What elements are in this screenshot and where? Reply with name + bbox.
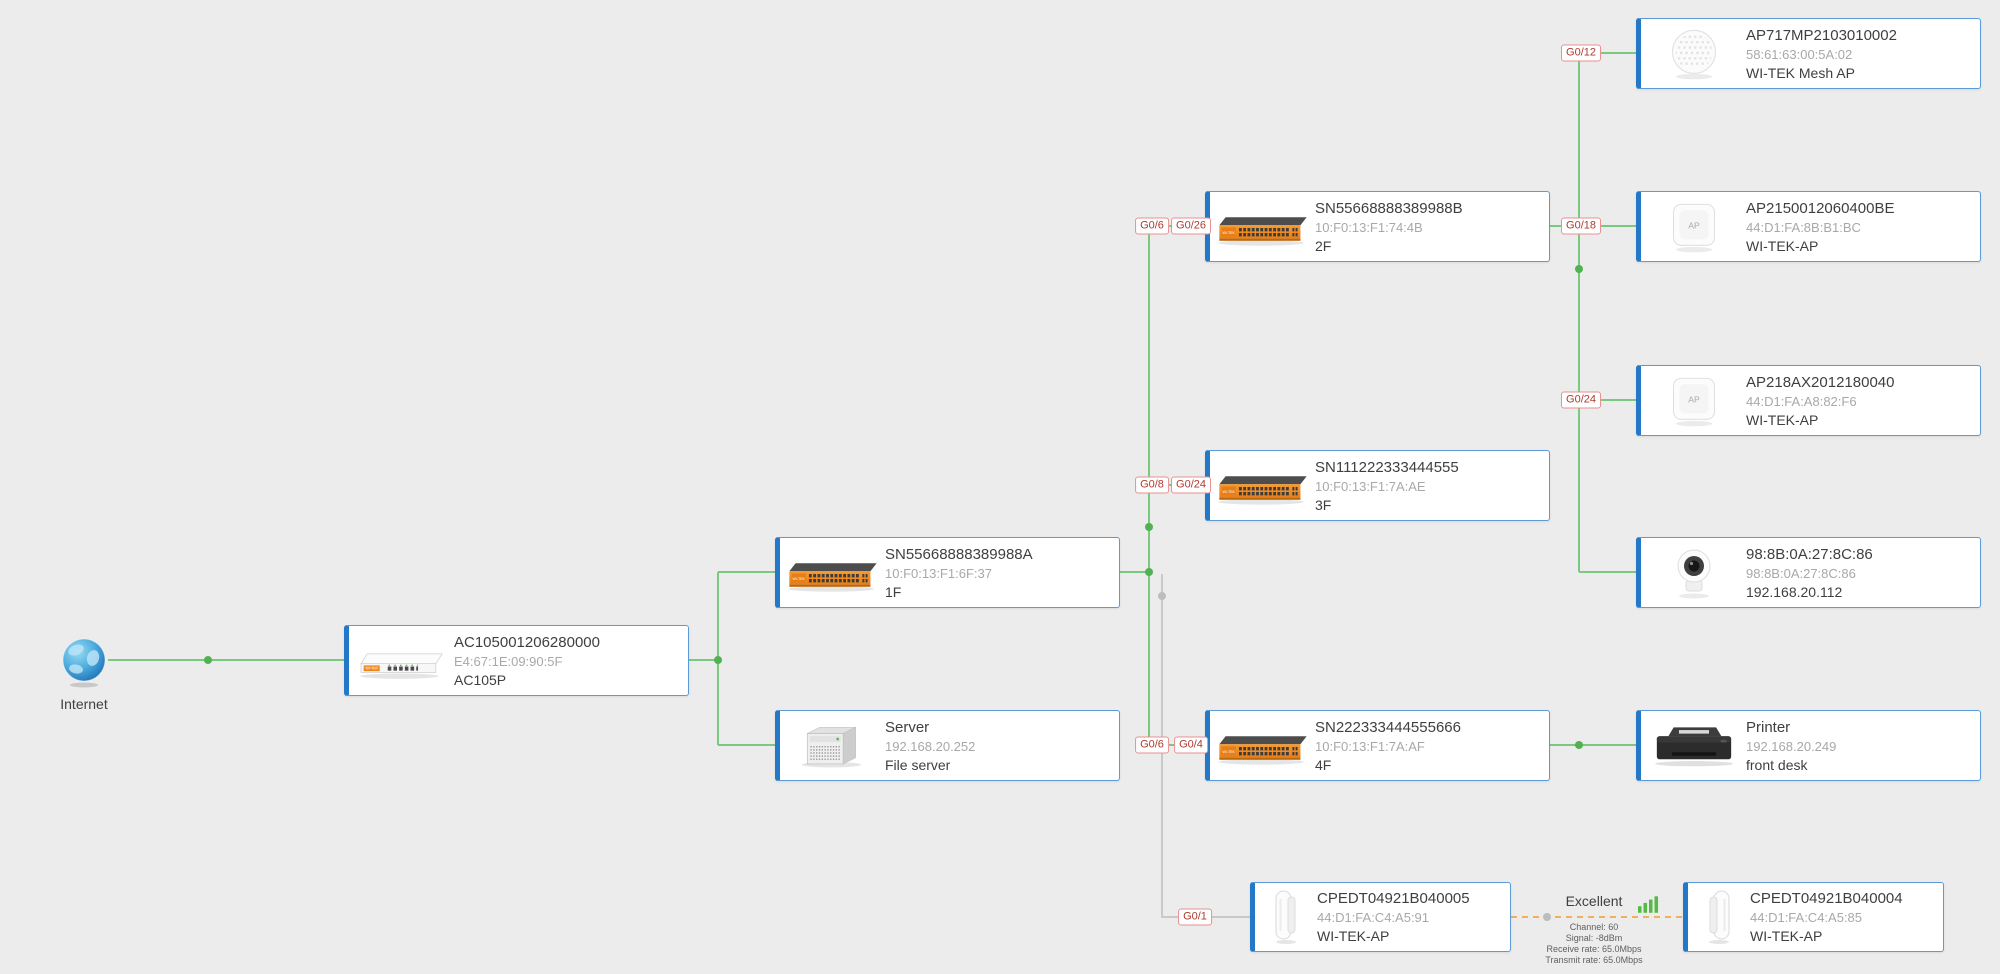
device-name: CPEDT04921B040005	[1317, 890, 1470, 907]
device-sublabel: WI-TEK-AP	[1746, 411, 1819, 428]
device-card-cpe-040004[interactable]: CPEDT04921B040004 44:D1:FA:C4:A5:85 WI-T…	[1683, 882, 1944, 952]
switch-icon	[1214, 465, 1312, 507]
device-mac: E4:67:1E:09:90:5F	[454, 653, 563, 669]
device-name: 98:8B:0A:27:8C:86	[1746, 545, 1873, 563]
switch-icon	[784, 552, 882, 594]
device-sublabel: 3F	[1315, 496, 1332, 513]
device-sublabel: WI-TEK Mesh AP	[1746, 64, 1855, 81]
device-sublabel: 2F	[1315, 237, 1332, 254]
link-1f-cpe	[1161, 574, 1250, 918]
device-name: SN55668888389988A	[885, 545, 1033, 563]
wireless-receive-rate: Receive rate: 65.0Mbps	[1546, 944, 1642, 954]
device-sublabel: 4F	[1315, 756, 1332, 773]
device-card-file-server[interactable]: Server 192.168.20.252 File server	[775, 710, 1120, 781]
port-badge-g0-24-3f: G0/24	[1171, 476, 1211, 494]
device-mac: 58:61:63:00:5A:02	[1746, 46, 1853, 62]
port-badge-g0-6-4f: G0/6	[1135, 736, 1169, 754]
device-ip: 192.168.20.252	[885, 738, 976, 754]
wireless-link-details: Channel: 60 Signal: -8dBm Receive rate: …	[1545, 922, 1642, 966]
device-mac: 44:D1:FA:C4:A5:91	[1317, 910, 1430, 925]
router-icon	[353, 640, 451, 682]
device-card-cpe-040005[interactable]: CPEDT04921B040005 44:D1:FA:C4:A5:91 WI-T…	[1250, 882, 1511, 952]
active-links	[108, 52, 1636, 746]
device-ip: 192.168.20.112	[1746, 583, 1843, 600]
internet-label: Internet	[60, 696, 108, 712]
device-name: SN55668888389988B	[1315, 199, 1463, 217]
device-sublabel: WI-TEK-AP	[1746, 237, 1819, 254]
device-name: CPEDT04921B040004	[1750, 890, 1903, 907]
device-sublabel: WI-TEK-AP	[1750, 928, 1823, 944]
wireless-signal: Signal: -8dBm	[1565, 933, 1623, 943]
switch-icon	[1214, 725, 1312, 767]
signal-bars-icon	[1638, 895, 1660, 913]
device-mac: 10:F0:13:F1:6F:37	[885, 565, 992, 581]
device-card-switch-1f[interactable]: SN55668888389988A 10:F0:13:F1:6F:37 1F	[775, 537, 1120, 608]
port-badge-g0-26: G0/26	[1171, 217, 1211, 235]
device-name: AC105001206280000	[454, 633, 600, 651]
device-name: AP717MP2103010002	[1746, 26, 1897, 44]
switch-icon	[1214, 206, 1312, 248]
device-card-ap2150[interactable]: AP2150012060400BE 44:D1:FA:8B:B1:BC WI-T…	[1636, 191, 1981, 262]
device-card-switch-2f[interactable]: SN55668888389988B 10:F0:13:F1:74:4B 2F	[1205, 191, 1550, 262]
cpe-icon	[1702, 887, 1736, 947]
device-mac: 10:F0:13:F1:74:4B	[1315, 219, 1423, 235]
wireless-quality-label: Excellent	[1565, 893, 1623, 909]
port-badge-g0-8: G0/8	[1135, 476, 1169, 494]
device-name: SN111222333444555	[1315, 458, 1459, 476]
device-name: Server	[885, 718, 930, 736]
port-badge-g0-24-right: G0/24	[1561, 391, 1601, 409]
device-name: SN222333444555666	[1315, 718, 1461, 736]
device-card-ip-camera[interactable]: 98:8B:0A:27:8C:86 98:8B:0A:27:8C:86 192.…	[1636, 537, 1981, 608]
port-badge-g0-6-2f: G0/6	[1135, 217, 1169, 235]
device-sublabel: 1F	[885, 583, 902, 600]
device-sublabel: AC105P	[454, 671, 507, 688]
internet-node[interactable]: Internet	[56, 634, 112, 712]
device-mac: 44:D1:FA:C4:A5:85	[1750, 910, 1863, 925]
device-mac: 10:F0:13:F1:7A:AF	[1315, 738, 1425, 754]
device-name: AP218AX2012180040	[1746, 373, 1895, 391]
device-name: AP2150012060400BE	[1746, 199, 1895, 217]
device-mac: 44:D1:FA:A8:82:F6	[1746, 393, 1857, 409]
link-status-dots-gray	[1158, 592, 1551, 921]
inactive-links	[1161, 574, 1250, 918]
port-badge-g0-1: G0/1	[1178, 908, 1212, 926]
port-badge-g0-4: G0/4	[1174, 736, 1208, 754]
device-card-printer[interactable]: Printer 192.168.20.249 front desk	[1636, 710, 1981, 781]
wireless-channel: Channel: 60	[1569, 922, 1619, 932]
device-sublabel: front desk	[1746, 756, 1808, 773]
device-mac: 44:D1:FA:8B:B1:BC	[1746, 219, 1861, 235]
device-mac: 98:8B:0A:27:8C:86	[1746, 565, 1856, 581]
device-card-switch-3f[interactable]: SN111222333444555 10:F0:13:F1:7A:AE 3F	[1205, 450, 1550, 521]
server-icon	[794, 721, 872, 771]
port-badge-g0-12: G0/12	[1561, 44, 1601, 62]
device-ip: 192.168.20.249	[1746, 738, 1837, 754]
device-card-ap218ax[interactable]: AP218AX2012180040 44:D1:FA:A8:82:F6 WI-T…	[1636, 365, 1981, 436]
device-mac: 10:F0:13:F1:7A:AE	[1315, 478, 1426, 494]
cpe-icon	[1269, 887, 1303, 947]
port-badge-g0-18: G0/18	[1561, 217, 1601, 235]
device-name: Printer	[1746, 718, 1791, 736]
access-point-icon	[1666, 373, 1722, 429]
access-point-icon	[1666, 199, 1722, 255]
device-card-switch-4f[interactable]: SN222333444555666 10:F0:13:F1:7A:AF 4F	[1205, 710, 1550, 781]
internet-globe-icon	[56, 634, 112, 690]
camera-icon	[1668, 545, 1720, 601]
device-sublabel: File server	[885, 756, 951, 773]
device-card-mesh-ap[interactable]: AP717MP2103010002 58:61:63:00:5A:02 WI-T…	[1636, 18, 1981, 89]
mesh-ap-icon	[1666, 26, 1722, 82]
device-sublabel: WI-TEK-AP	[1317, 928, 1390, 944]
printer-icon	[1645, 723, 1743, 769]
device-card-ac105p[interactable]: AC105001206280000 E4:67:1E:09:90:5F AC10…	[344, 625, 689, 696]
link-status-dots-green	[204, 265, 1583, 749]
wireless-transmit-rate: Transmit rate: 65.0Mbps	[1545, 955, 1643, 965]
